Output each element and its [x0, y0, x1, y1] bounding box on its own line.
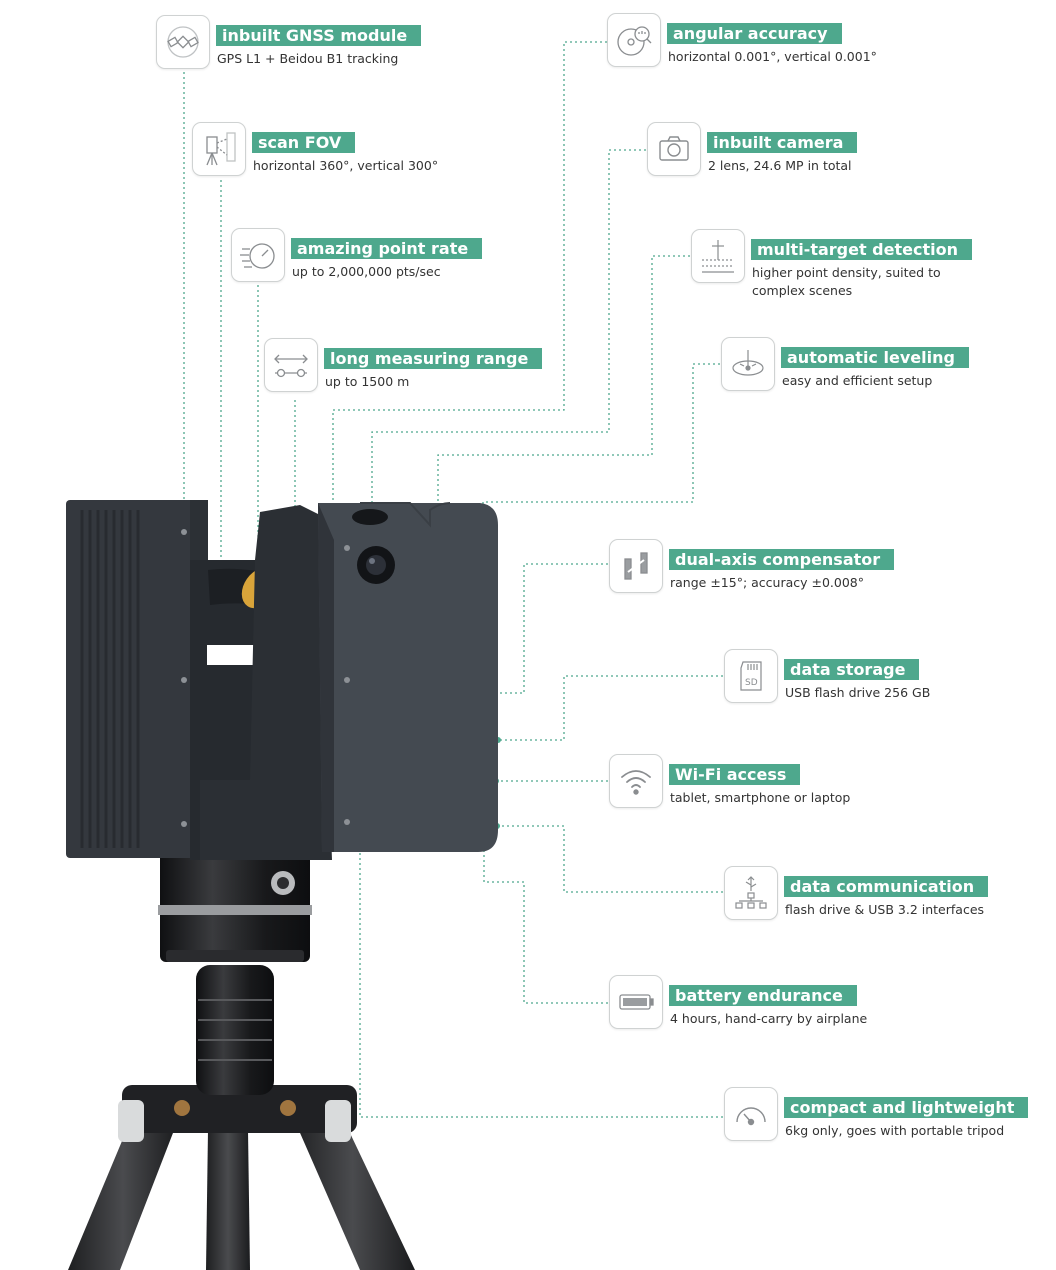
feature-description: 4 hours, hand-carry by airplane	[670, 1011, 868, 1026]
feature-title: dual-axis compensator	[669, 549, 895, 570]
leader-battery	[483, 846, 608, 1004]
tripod-leg-left	[68, 1110, 178, 1270]
feature-title: angular accuracy	[667, 23, 842, 44]
tripod-head	[122, 1085, 357, 1133]
feature-description: USB flash drive 256 GB	[785, 685, 931, 700]
leader-multi-target	[334, 255, 690, 605]
feature-description: flash drive & USB 3.2 interfaces	[785, 902, 985, 917]
top-camera-lens	[352, 509, 388, 525]
scanner-base	[158, 852, 312, 962]
feature-description: horizontal 0.001°, vertical 0.001°	[668, 49, 877, 64]
wifi-icon	[609, 754, 663, 808]
level-bubble-icon	[721, 337, 775, 391]
feature-title: scan FOV	[252, 132, 356, 153]
feature-description: 2 lens, 24.6 MP in total	[708, 158, 852, 173]
stopwatch-icon	[231, 228, 285, 282]
battery-icon	[609, 975, 663, 1029]
leader-communication	[497, 825, 723, 893]
feature-description: tablet, smartphone or laptop	[670, 790, 851, 805]
satellite-icon	[156, 15, 210, 69]
feature-title: compact and lightweight	[784, 1097, 1029, 1118]
right-housing	[318, 503, 498, 852]
compensator-icon	[609, 539, 663, 593]
feature-description: up to 1500 m	[325, 374, 410, 389]
mirror-window	[207, 645, 259, 665]
feature-description: up to 2,000,000 pts/sec	[292, 264, 441, 279]
target-detection-icon	[691, 229, 745, 283]
feature-title: inbuilt camera	[707, 132, 858, 153]
feature-title: Wi-Fi access	[669, 764, 801, 785]
camera-icon	[647, 122, 701, 176]
feature-description: 6kg only, goes with portable tripod	[785, 1123, 1005, 1138]
feature-description: range ±15°; accuracy ±0.008°	[670, 575, 865, 590]
feature-title: data storage	[784, 659, 920, 680]
feature-title: automatic leveling	[781, 347, 969, 368]
feature-description: easy and efficient setup	[782, 373, 933, 388]
range-arrow-icon	[264, 338, 318, 392]
leader-storage	[498, 675, 723, 741]
angle-dial-icon	[607, 13, 661, 67]
svg-text:SD: SD	[745, 678, 758, 688]
feature-title: data communication	[784, 876, 989, 897]
feature-title: battery endurance	[669, 985, 857, 1006]
scanner-fov-icon	[192, 122, 246, 176]
left-housing	[66, 500, 206, 858]
leader-angular	[332, 41, 607, 578]
leader-weight	[359, 834, 723, 1118]
tripod	[68, 965, 415, 1270]
feature-title: inbuilt GNSS module	[216, 25, 422, 46]
weight-gauge-icon	[724, 1087, 778, 1141]
leader-camera	[371, 149, 646, 520]
feature-title: multi-target detection	[751, 239, 972, 260]
tripod-column	[196, 965, 274, 1095]
usb-network-icon	[724, 866, 778, 920]
leader-leveling	[395, 363, 720, 652]
feature-description: GPS L1 + Beidou B1 tracking	[217, 51, 399, 66]
tripod-leg-center	[206, 1130, 250, 1270]
feature-title: amazing point rate	[291, 238, 483, 259]
sd-card-icon: SD	[724, 649, 778, 703]
feature-description: horizontal 360°, vertical 300°	[253, 158, 439, 173]
scanner-body	[66, 500, 498, 860]
tripod-leg-right	[290, 1110, 415, 1270]
feature-title: long measuring range	[324, 348, 543, 369]
front-arch	[200, 505, 332, 860]
